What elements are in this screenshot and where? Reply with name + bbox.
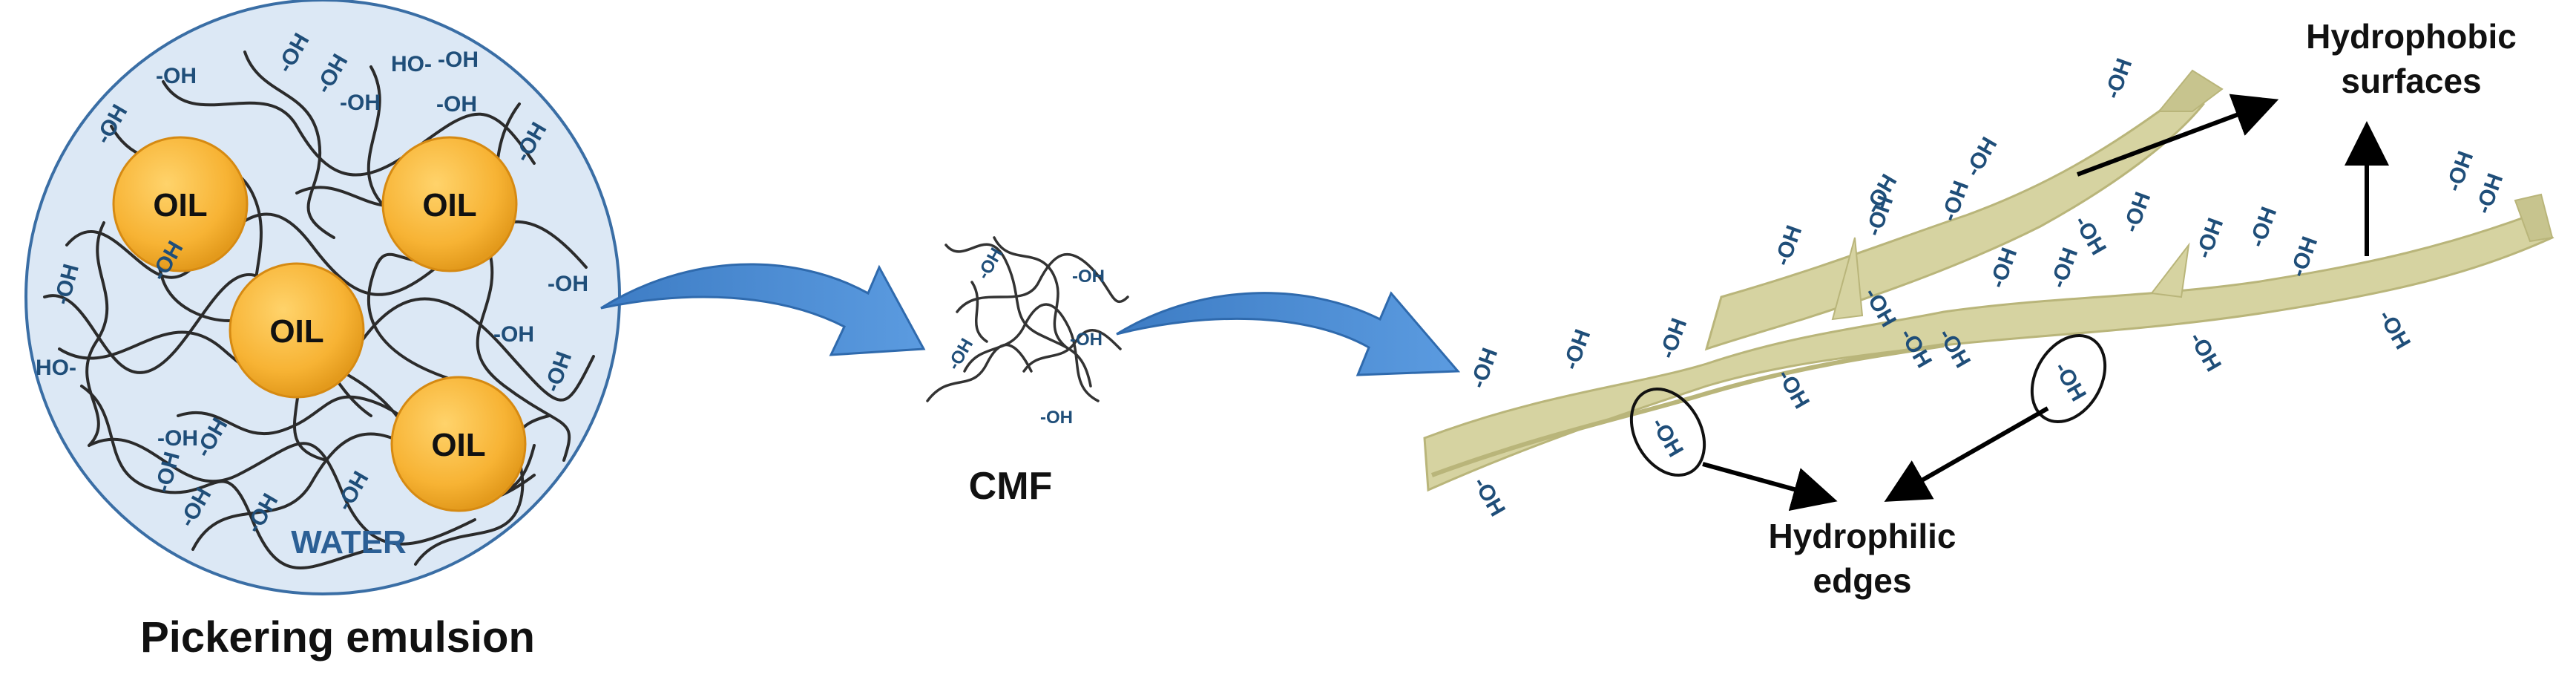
oh-label: -OH xyxy=(1985,244,2023,291)
pickering-emulsion: OIL OIL OIL OIL -OH -OH -OH HO- -OH -OH … xyxy=(24,0,621,595)
arrow-to-hydrophobic-1 xyxy=(2076,94,2279,177)
oh-label: -OH xyxy=(1468,473,1510,520)
oh-label: -OH xyxy=(973,244,1007,283)
oh-label: -OH xyxy=(493,322,534,347)
oh-label: -OH xyxy=(1960,133,2002,180)
oh-label: -OH xyxy=(2245,203,2282,250)
oh-label: -OH xyxy=(2373,306,2415,353)
oh-label: -OH xyxy=(156,64,197,88)
oh-label: -OH xyxy=(436,92,477,117)
arrow-to-hydrophilic-2 xyxy=(1884,406,2049,502)
oh-label: -OH xyxy=(438,48,479,72)
fiber-branch-main xyxy=(1423,214,2554,492)
hydrophobic-surfaces-label: Hydrophobic surfaces xyxy=(2306,17,2517,100)
hydrophilic-label-line1: Hydrophilic xyxy=(1768,517,1956,555)
oh-label: -OH xyxy=(2184,328,2226,376)
hydrophilic-edges-label: Hydrophilic edges xyxy=(1768,517,1956,600)
oh-label: -OH xyxy=(2471,170,2508,217)
oh-label: -OH xyxy=(2442,148,2479,195)
oh-label: -OH xyxy=(2192,215,2229,261)
oh-label: -OH xyxy=(2046,244,2083,291)
oh-label: -OH xyxy=(1655,315,1692,362)
arrow-to-hydrophilic-1 xyxy=(1702,462,1838,512)
oh-label: -OH xyxy=(2100,55,2138,102)
oh-label: -OH xyxy=(944,335,977,373)
oh-label: -OH xyxy=(1770,222,1807,269)
cmf-label: CMF xyxy=(969,465,1053,508)
oh-label: -OH xyxy=(1072,267,1105,287)
cellulose-fiber-bundle xyxy=(1423,69,2554,492)
oh-label: -OH xyxy=(1559,326,1596,373)
oil-droplet-2: OIL xyxy=(381,136,518,272)
oil-droplet-4: OIL xyxy=(390,376,527,512)
hydrophilic-label-line2: edges xyxy=(1813,561,1912,600)
oil-label: OIL xyxy=(422,187,476,223)
process-arrow-1 xyxy=(600,263,926,356)
oh-label: -OH xyxy=(1772,365,1814,413)
oh-label: -OH xyxy=(157,426,198,451)
oh-label: -OH xyxy=(1070,330,1103,350)
oh-label: -OH xyxy=(1040,408,1073,428)
oh-label: -OH xyxy=(1466,344,1503,391)
oh-label: HO- xyxy=(36,356,76,380)
cmf-fibril-cluster xyxy=(926,236,1129,402)
oil-label: OIL xyxy=(431,427,485,463)
oil-label: OIL xyxy=(269,313,323,350)
oh-label: -OH xyxy=(548,272,588,296)
oil-droplet-1: OIL xyxy=(112,136,249,272)
oil-droplet-3: OIL xyxy=(229,262,365,399)
oh-label: -OH xyxy=(1646,414,1688,461)
pointer-arrows xyxy=(1702,94,2389,512)
pickering-emulsion-caption: Pickering emulsion xyxy=(140,613,535,662)
oil-label: OIL xyxy=(153,187,207,223)
oh-label: -OH xyxy=(1860,170,1902,218)
oh-label: HO- xyxy=(391,52,432,76)
hydrophobic-label-line2: surfaces xyxy=(2341,62,2481,100)
water-label: WATER xyxy=(291,524,407,561)
cmf-oh-groups: -OH -OH -OH -OH -OH xyxy=(944,244,1105,428)
oh-label: -OH xyxy=(340,91,381,115)
hydrophobic-label-line1: Hydrophobic xyxy=(2306,17,2517,56)
oh-label: -OH xyxy=(2119,189,2156,235)
process-arrow-2 xyxy=(1116,291,1461,376)
oh-label: -OH xyxy=(2049,358,2091,405)
